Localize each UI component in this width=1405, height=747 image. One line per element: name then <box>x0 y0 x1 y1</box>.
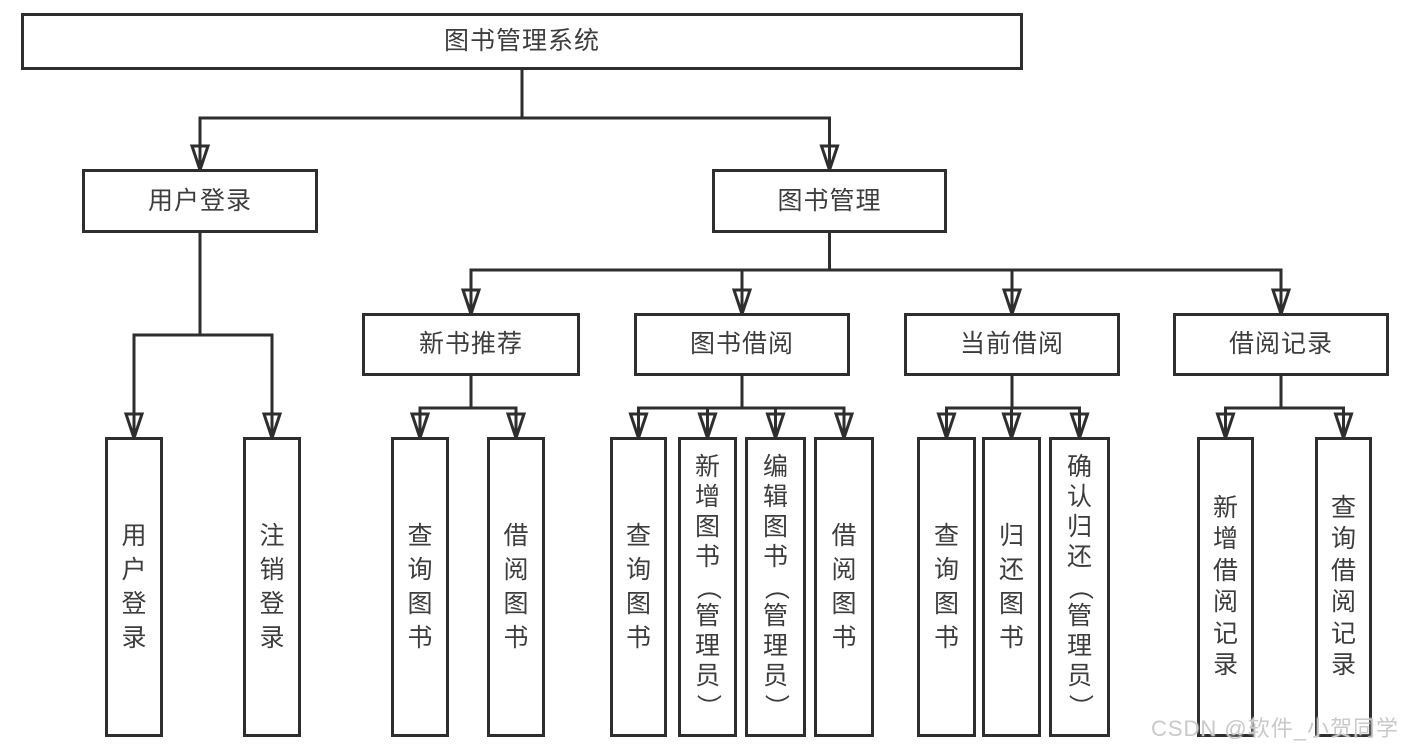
node-login-out: 注销登录 <box>243 437 301 737</box>
node-cb-query: 查询图书 <box>917 437 976 737</box>
node-label: 借阅记录 <box>1228 330 1333 358</box>
node-br-add: 新增借阅记录 <box>1197 437 1254 737</box>
node-label: 图书管理系统 <box>443 27 600 55</box>
node-label: 查询图书 <box>933 521 959 652</box>
node-bb-borrow: 借阅图书 <box>814 437 874 737</box>
node-label: 查询图书 <box>407 521 433 652</box>
node-label: 新增图书（管理员） <box>693 453 722 719</box>
node-nb-borrow: 借阅图书 <box>487 437 545 737</box>
node-label: 图书管理 <box>777 186 882 215</box>
node-root: 图书管理系统 <box>21 13 1023 70</box>
node-label: 注销登录 <box>259 521 285 652</box>
branch-line <box>469 229 1283 272</box>
node-login-do: 用户登录 <box>105 437 163 737</box>
branch-line <box>198 66 831 120</box>
branch-line <box>418 372 518 410</box>
branch-line <box>945 372 1081 410</box>
node-label: 编辑图书（管理员） <box>761 453 790 719</box>
node-bb-add: 新增图书（管理员） <box>678 437 737 737</box>
node-bb-edit: 编辑图书（管理员） <box>745 437 806 737</box>
node-user-login: 用户登录 <box>82 169 318 233</box>
node-nb-query: 查询图书 <box>391 437 449 737</box>
node-label: 确认归还（管理员） <box>1065 453 1094 719</box>
node-cb-return: 归还图书 <box>982 437 1041 737</box>
node-bb-query: 查询图书 <box>610 437 667 737</box>
node-book-borrow: 图书借阅 <box>634 313 850 376</box>
watermark: CSDN @软件_小贺同学 <box>1150 716 1399 741</box>
branch-line <box>1224 372 1345 410</box>
node-label: 当前借阅 <box>959 330 1064 358</box>
node-current-borrow: 当前借阅 <box>904 313 1120 376</box>
node-label: 归还图书 <box>998 521 1024 652</box>
node-cb-confirm: 确认归还（管理员） <box>1049 437 1110 737</box>
node-label: 用户登录 <box>121 521 147 652</box>
branch-line <box>637 372 846 410</box>
node-label: 图书借阅 <box>689 330 794 358</box>
node-label: 新增借阅记录 <box>1212 493 1238 680</box>
node-borrow-record: 借阅记录 <box>1173 313 1389 376</box>
node-label: 借阅图书 <box>831 521 857 652</box>
node-label: 借阅图书 <box>503 521 529 652</box>
node-label: 新书推荐 <box>418 330 523 358</box>
node-label: 查询借阅记录 <box>1330 493 1356 680</box>
node-label: 查询图书 <box>625 521 651 652</box>
branch-line <box>132 229 274 337</box>
node-new-book: 新书推荐 <box>362 313 580 376</box>
node-book-mgmt: 图书管理 <box>712 169 947 233</box>
node-br-query: 查询借阅记录 <box>1315 437 1372 737</box>
node-label: 用户登录 <box>147 186 252 215</box>
